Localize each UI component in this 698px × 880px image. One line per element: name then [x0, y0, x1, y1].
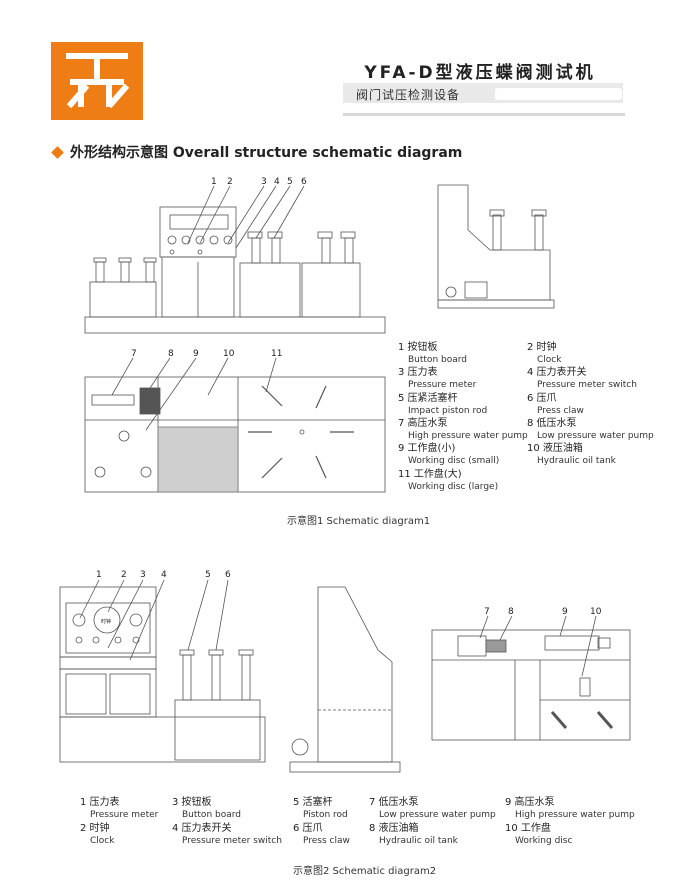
section-title: 外形结构示意图 Overall structure schematic diag…: [70, 145, 463, 161]
diagram1-callouts: 1 2 3 4 5 6 7 8 9 10 11: [131, 177, 307, 359]
diagram1-front-view: [84, 185, 386, 334]
callout-1: 1: [211, 177, 217, 187]
page-title: YFA-D型液压蝶阀测试机: [364, 63, 596, 83]
callout-8: 8: [508, 607, 514, 617]
subtitle: 阀门试压检测设备: [356, 88, 461, 102]
callout-4: 4: [274, 177, 280, 187]
callout-3: 3: [140, 570, 146, 580]
callout-11: 11: [271, 349, 282, 359]
subtitle-mask: [495, 88, 622, 100]
caption-diagram2: 示意图2 Schematic diagram2: [293, 866, 437, 877]
company-logo: [51, 42, 143, 120]
callout-2: 2: [227, 177, 233, 187]
diagram1-side-view: [437, 184, 555, 309]
section-heading: 外形结构示意图 Overall structure schematic diag…: [51, 142, 463, 162]
clock-face-label: 时钟: [101, 618, 111, 625]
callout-10: 10: [223, 349, 235, 359]
caption-diagram1: 示意图1 Schematic diagram1: [287, 516, 431, 527]
callout-7: 7: [131, 349, 137, 359]
callout-3: 3: [261, 177, 267, 187]
diagram2-side-view: [289, 586, 401, 773]
header-rule: [343, 113, 625, 116]
legend-item-9: 9 工作盘(小)Working disc (small): [398, 443, 500, 466]
diagram2-plan-view: [431, 615, 631, 741]
callout-5: 5: [205, 570, 211, 580]
callout-7: 7: [484, 607, 490, 617]
callout-6: 6: [225, 570, 231, 580]
callout-6: 6: [301, 177, 307, 187]
legend-item-11: 11 工作盘(大)Working disc (large): [398, 469, 499, 492]
callout-2: 2: [121, 570, 127, 580]
callout-9: 9: [562, 607, 568, 617]
diagram1-plan-view: [84, 357, 386, 493]
callout-4: 4: [161, 570, 167, 580]
callout-5: 5: [287, 177, 293, 187]
diagram2-front-view: [59, 579, 266, 763]
callout-9: 9: [193, 349, 199, 359]
callout-10: 10: [590, 607, 602, 617]
callout-8: 8: [168, 349, 174, 359]
callout-1: 1: [96, 570, 102, 580]
diagram2-callouts: 1 2 3 4 5 6 7 8 9 10 时钟: [96, 570, 602, 625]
logo-mark-icon: [66, 53, 130, 109]
